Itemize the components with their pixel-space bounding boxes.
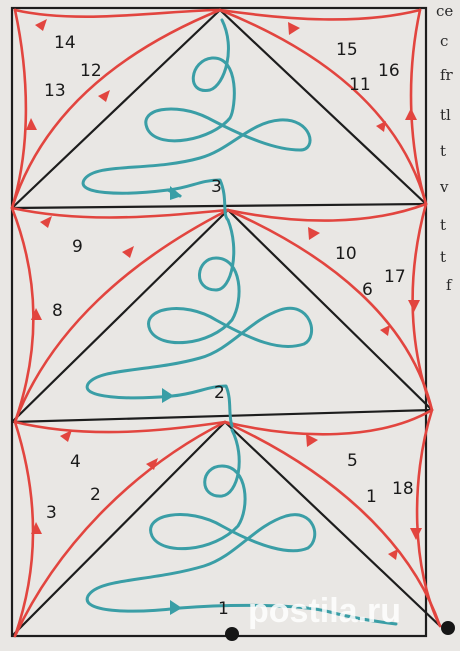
side-text-line: c	[440, 32, 448, 50]
label-17: 17	[384, 267, 406, 287]
arrow-icon	[31, 308, 42, 320]
label-1: 1	[218, 599, 229, 619]
arrow-icon	[60, 430, 72, 442]
arrow-icon	[122, 246, 134, 258]
red-curve-bot-top-left	[13, 420, 227, 434]
arrow-icon	[288, 22, 300, 35]
label-5: 5	[347, 451, 358, 471]
red-curve-top-diag-right	[218, 8, 428, 206]
label-12: 12	[80, 61, 102, 81]
teal-loop-bottom-tail	[178, 603, 398, 626]
teal-loop-middle	[85, 218, 314, 400]
label-14: 14	[54, 33, 76, 53]
side-text-column: ce c fr tl t v t t f	[436, 2, 454, 294]
teal-loop-middle-tail	[170, 384, 234, 428]
red-curve-mid-diag-right	[226, 208, 434, 412]
side-text-line: f	[446, 276, 453, 294]
side-text-line: v	[439, 178, 449, 196]
label-11: 11	[349, 75, 371, 95]
side-text-line: ce	[436, 2, 453, 20]
teal-loop-top	[81, 18, 312, 198]
teal-arrow-icon	[162, 388, 174, 403]
arrow-icon	[31, 522, 42, 534]
row-divider-bottom	[11, 408, 433, 424]
red-curve-top-diag-left	[10, 8, 222, 210]
row-divider-top	[11, 202, 427, 210]
teal-arrowheads	[162, 186, 182, 615]
red-curve-mid-diag-left	[13, 208, 230, 424]
arrow-icon	[380, 325, 390, 336]
side-text-line: fr	[440, 66, 454, 84]
label-13: 13	[44, 81, 66, 101]
teal-arrow-icon	[170, 600, 182, 615]
label-8: 8	[52, 301, 63, 321]
arrow-icon	[40, 216, 52, 228]
red-curve-mid-top-left	[10, 206, 230, 219]
label-9: 9	[72, 237, 83, 257]
arrow-icon	[306, 434, 318, 447]
teal-loops	[81, 18, 398, 626]
arrow-icon	[408, 300, 420, 312]
arrow-icon	[35, 19, 47, 31]
red-curve-top-top-right	[218, 8, 422, 21]
red-curve-bot-top-right	[223, 408, 434, 436]
red-curve-bot-diag-left	[13, 420, 227, 638]
arrow-icon	[98, 90, 110, 102]
label-2: 2	[214, 383, 225, 403]
teal-loop-bottom	[85, 428, 317, 613]
arrow-icon	[308, 227, 320, 240]
end-dot	[441, 621, 455, 635]
red-curve-top-left-edge	[10, 8, 28, 210]
side-text-line: t	[440, 216, 446, 234]
label-10: 10	[335, 244, 357, 264]
red-arrowheads	[26, 19, 422, 560]
label-18: 18	[392, 479, 414, 499]
red-curve-mid-top-right	[226, 202, 428, 222]
label-6: 6	[362, 280, 373, 300]
arrow-icon	[410, 528, 422, 540]
arrow-icon	[146, 458, 158, 470]
arrow-icon	[26, 118, 37, 130]
teal-arrow-icon	[170, 186, 182, 200]
label-3: 3	[211, 177, 222, 197]
label-16: 16	[378, 61, 400, 81]
label-4: 4	[70, 452, 81, 472]
label-1b: 1	[366, 487, 377, 507]
label-3b: 3	[46, 503, 57, 523]
outer-frame	[10, 6, 428, 638]
side-text-line: t	[440, 142, 446, 160]
side-text-line: t	[440, 248, 446, 266]
red-curve-top-top-left	[13, 8, 222, 18]
end-dot	[225, 627, 239, 641]
number-labels: 1 2 3 2 3 4 5 6 8 9 10 11 12 13 14 15 16…	[44, 33, 414, 619]
arrow-icon	[405, 108, 417, 120]
red-curve-bot-diag-right	[223, 420, 442, 628]
side-text-line: tl	[440, 106, 451, 124]
label-15: 15	[336, 40, 358, 60]
label-2b: 2	[90, 485, 101, 505]
teal-loop-top-tail	[166, 178, 230, 222]
watermark-text: postila.ru	[248, 592, 401, 630]
arrow-icon	[388, 549, 398, 560]
arrow-icon	[376, 121, 386, 132]
